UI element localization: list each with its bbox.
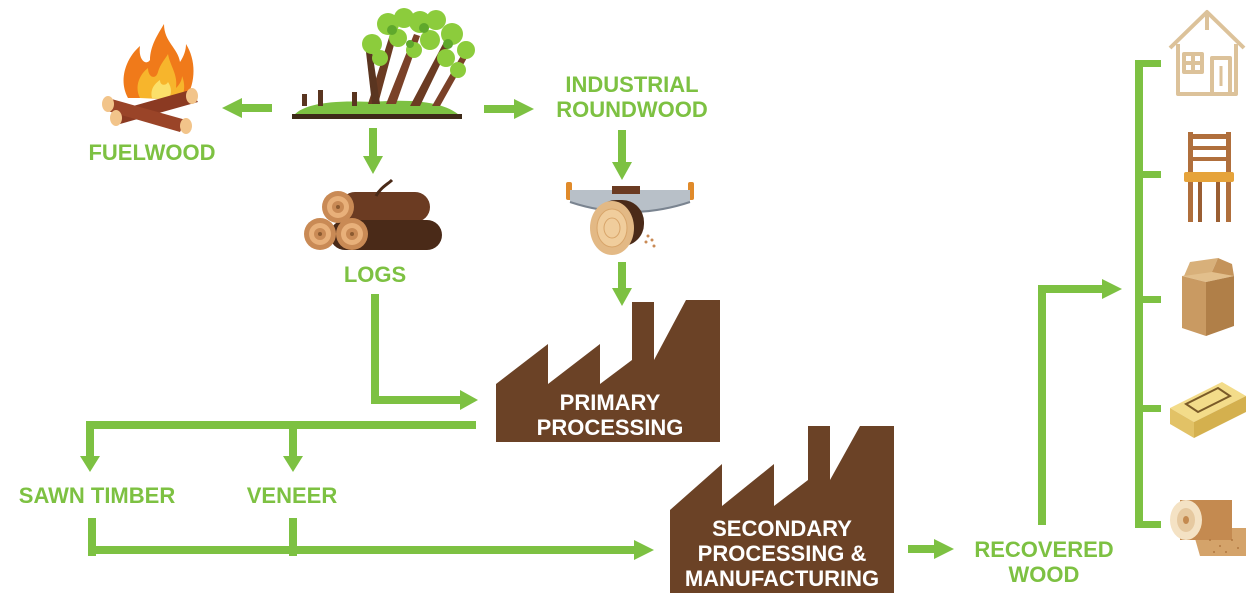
- arrow-forest-to-logs: [363, 128, 383, 174]
- secondary-processing-label-line3: MANUFACTURING: [685, 566, 879, 591]
- arrow-roundwood-to-saw: [612, 130, 632, 180]
- house-icon: [1168, 10, 1246, 96]
- secondary-processing-factory: SECONDARY PROCESSING & MANUFACTURING: [670, 426, 894, 593]
- logs-label: LOGS: [344, 262, 406, 287]
- secondary-processing-label-line2: PROCESSING &: [698, 541, 867, 566]
- carton-icon: [1182, 258, 1234, 336]
- arrow-secondary-to-recovered: [908, 539, 954, 559]
- primary-processing-factory: PRIMARY PROCESSING: [496, 300, 720, 442]
- recovered-wood-label-line1: RECOVERED: [974, 537, 1113, 562]
- arrow-recovered-to-products: [1038, 279, 1122, 525]
- paper-roll-icon: [1170, 500, 1246, 556]
- recovered-wood-label-line2: WOOD: [1009, 562, 1080, 587]
- veneer-label: VENEER: [247, 483, 338, 508]
- secondary-processing-label-line1: SECONDARY: [712, 516, 852, 541]
- board-icon: [1170, 382, 1246, 438]
- campfire-icon: [102, 24, 198, 134]
- arrow-forest-to-fuelwood: [222, 98, 272, 118]
- arrow-products-to-secondary: [88, 518, 654, 560]
- sawn-timber-label: SAWN TIMBER: [19, 483, 176, 508]
- roundwood-label-line1: INDUSTRIAL: [565, 72, 698, 97]
- arrow-forest-to-roundwood: [484, 99, 534, 119]
- node-labels: FUELWOOD INDUSTRIAL ROUNDWOOD LOGS SAWN …: [19, 72, 1114, 587]
- fuelwood-label: FUELWOOD: [88, 140, 215, 165]
- forest-icon: [292, 8, 475, 119]
- arrow-logs-to-primary: [371, 294, 478, 410]
- roundwood-label-line2: ROUNDWOOD: [556, 97, 708, 122]
- arrow-primary-to-products: [80, 421, 476, 472]
- primary-processing-label-line1: PRIMARY: [560, 390, 661, 415]
- product-bracket: [1135, 60, 1161, 528]
- primary-processing-label-line2: PROCESSING: [537, 415, 684, 440]
- flow-connectors: [80, 60, 1161, 560]
- saw-log-icon: [566, 182, 694, 255]
- log-pile-icon: [304, 178, 442, 250]
- arrow-saw-to-primary: [612, 262, 632, 306]
- chair-icon: [1184, 132, 1234, 222]
